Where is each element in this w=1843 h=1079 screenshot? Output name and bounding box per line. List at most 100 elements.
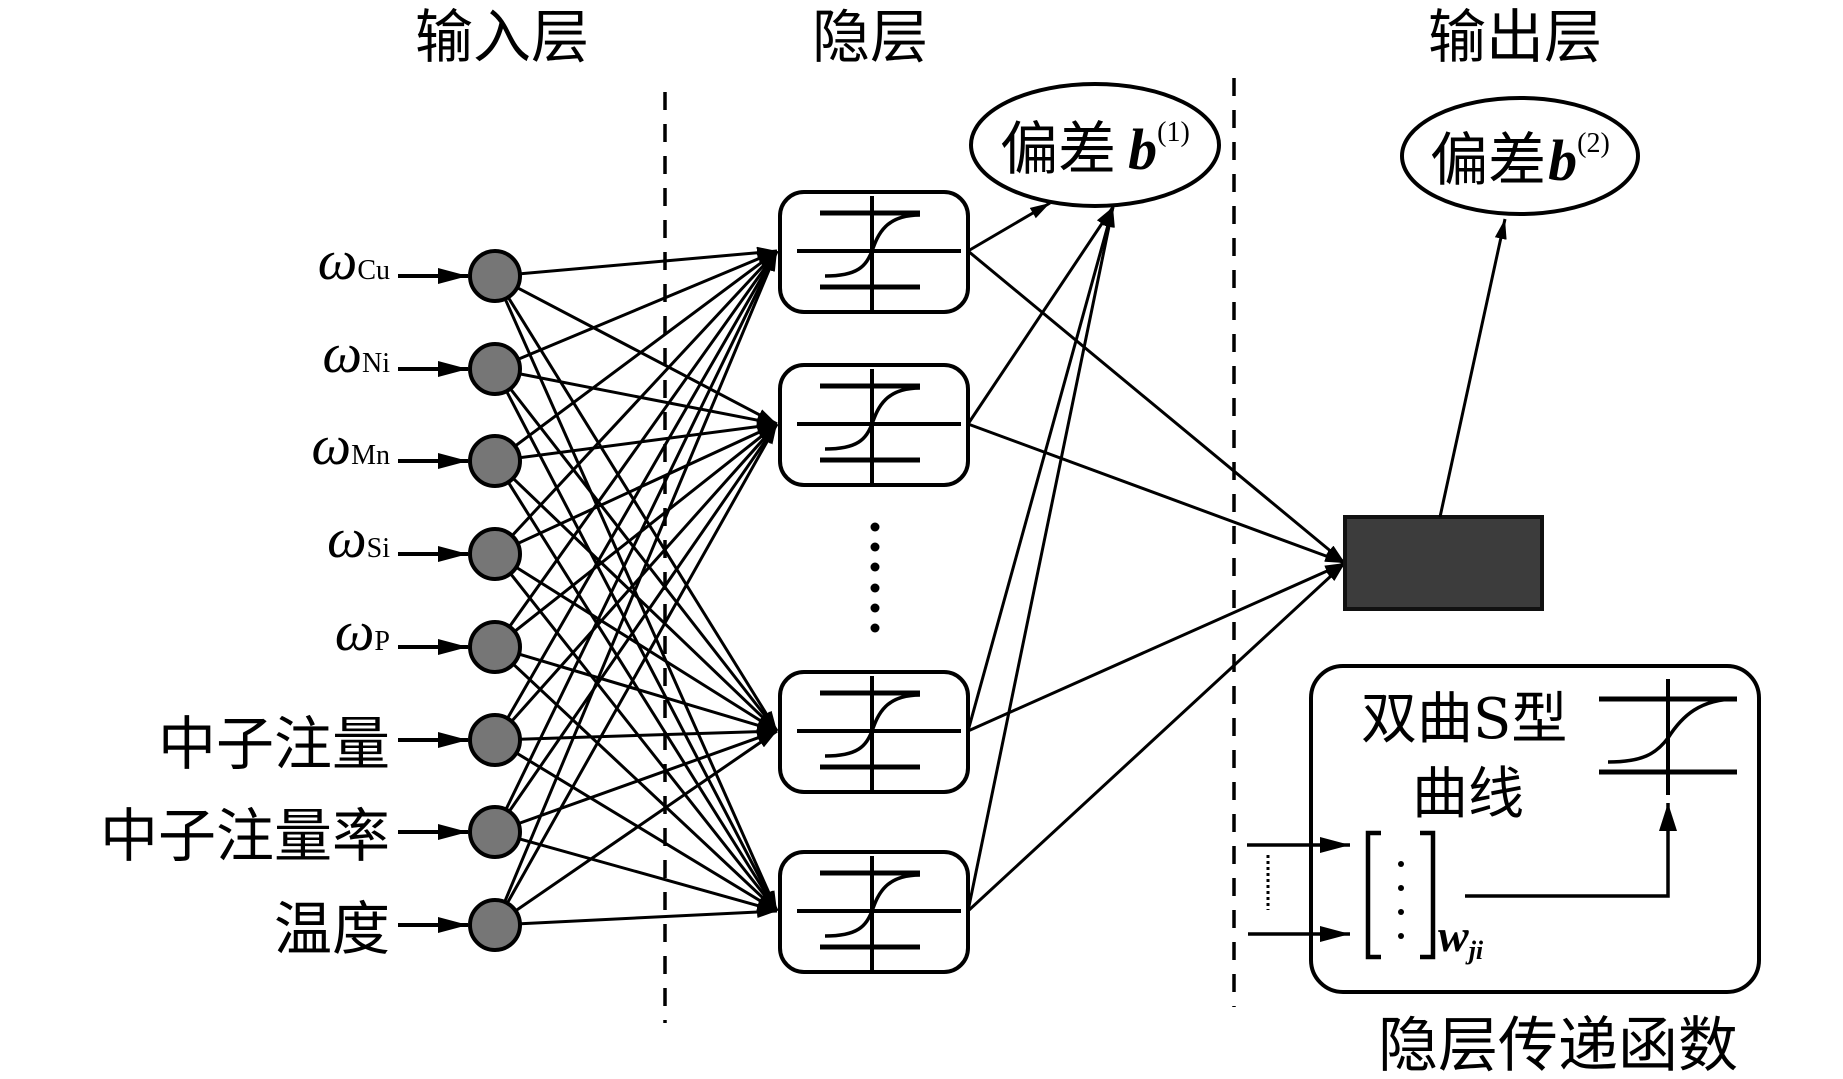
hidden-layer-title: 隐层: [812, 3, 928, 71]
ellipsis-dot: [870, 623, 880, 633]
input-node-circle: [468, 898, 522, 952]
transfer-function-legend: 双曲S型 曲线 wji: [1247, 664, 1761, 994]
input-label-text: 中子注量: [158, 710, 390, 778]
output-neuron: [1343, 515, 1544, 611]
hidden-to-bias-edge: [966, 206, 1115, 425]
input-neuron: ωMn: [312, 415, 522, 488]
output-layer-title: 输出层: [1428, 3, 1602, 71]
output-bias-label: 偏差b(2): [1430, 126, 1610, 194]
input-to-hidden-edge: [493, 553, 779, 912]
input-neuron: ωSi: [327, 508, 522, 581]
input-neuron: 中子注量: [158, 710, 522, 778]
input-to-hidden-edge: [493, 423, 779, 833]
input-label-text: ω: [318, 230, 358, 292]
input-label: 温度: [274, 895, 390, 963]
input-label-subscript: Cu: [357, 255, 390, 286]
input-to-hidden-edge: [494, 274, 778, 426]
left-bracket-icon: [1365, 830, 1381, 960]
input-node-circle: [468, 805, 522, 859]
hidden-to-bias-edge: [967, 201, 1051, 253]
bias-superscript: (1): [1157, 117, 1190, 148]
input-to-hidden-edge: [494, 367, 778, 427]
input-to-hidden-edge: [494, 738, 778, 913]
hidden-to-output-edge: [967, 561, 1346, 733]
input-label-subscript: Ni: [362, 348, 390, 379]
ellipsis-dot: [870, 603, 880, 613]
input-label-text: ω: [335, 601, 375, 663]
input-label-text: ω: [327, 508, 367, 570]
connection-edges: [493, 201, 1347, 927]
input-label: ωMn: [312, 415, 390, 477]
input-to-hidden-edge: [493, 275, 779, 912]
input-neuron: ωCu: [318, 230, 522, 303]
input-label-subscript: Mn: [351, 440, 390, 471]
matrix-dot: [1398, 933, 1404, 939]
input-node-circle: [468, 342, 522, 396]
input-label: ωCu: [318, 230, 390, 292]
input-to-hidden-edge: [493, 460, 779, 912]
input-to-hidden-edge: [493, 250, 779, 648]
ellipsis-dot: [870, 542, 880, 552]
legend-title-line2: 曲线: [1412, 762, 1524, 827]
input-to-hidden-edge: [493, 423, 779, 926]
input-to-hidden-edge: [494, 246, 778, 278]
input-to-hidden-edge: [493, 250, 779, 741]
input-node-circle: [468, 249, 522, 303]
input-to-hidden-edge: [494, 249, 778, 371]
ellipsis-dot: [870, 522, 880, 532]
input-label-text: ω: [322, 323, 362, 385]
bias-symbol: b: [1128, 117, 1157, 182]
hidden-to-bias-edge: [966, 206, 1115, 912]
input-to-hidden-edge: [494, 422, 778, 649]
input-label-text: 中子注量率: [100, 802, 390, 870]
input-neuron: 温度: [274, 895, 522, 963]
hidden-to-bias-edge: [966, 206, 1115, 732]
bias-text: 偏差: [1430, 126, 1546, 194]
matrix-dot: [1398, 885, 1404, 891]
input-neuron: 中子注量率: [100, 802, 522, 870]
weight-subscript: ji: [1465, 936, 1484, 965]
sigmoid-curve: [824, 386, 921, 451]
hidden-to-output-edge: [967, 422, 1346, 565]
sigmoid-curve: [1607, 697, 1738, 764]
input-to-hidden-edge: [493, 249, 779, 556]
hidden-neuron: [778, 190, 970, 314]
hidden-neuron: [778, 670, 970, 794]
input-label-text: ω: [312, 415, 352, 477]
right-bracket-icon: [1420, 830, 1436, 960]
input-to-hidden-edge: [493, 368, 779, 912]
input-node-circle: [468, 713, 522, 767]
input-label: 中子注量率: [100, 802, 390, 870]
hidden-layer-ellipsis: [870, 522, 880, 633]
input-node-circle: [468, 434, 522, 488]
hidden-to-output-edge: [967, 249, 1346, 565]
input-to-hidden-edge: [493, 459, 779, 733]
weighted-sum-to-function-arrow: [1465, 803, 1677, 898]
sigmoid-curve: [824, 213, 921, 278]
input-neuron: ωNi: [322, 323, 522, 396]
input-label: 中子注量: [158, 710, 390, 778]
input-label: ωP: [335, 601, 390, 663]
input-to-hidden-edge: [493, 645, 779, 913]
bias-superscript: (2): [1577, 128, 1610, 159]
sigmoid-curve: [824, 873, 921, 938]
input-to-hidden-edge: [494, 249, 778, 463]
input-to-hidden-edge: [494, 830, 778, 913]
tansig-icon: [797, 676, 961, 790]
sigmoid-curve: [824, 693, 921, 758]
input-label-text: 温度: [274, 895, 390, 963]
input-label: ωSi: [327, 508, 390, 570]
bias-text: 偏差: [1000, 115, 1116, 183]
output-to-bias-edge: [1438, 218, 1507, 518]
input-to-hidden-edge: [493, 250, 779, 833]
input-neuron: ωP: [335, 601, 522, 674]
input-node-circle: [468, 620, 522, 674]
input-label: ωNi: [322, 323, 390, 385]
hidden-neuron: [778, 850, 970, 974]
weight-label: wji: [1438, 910, 1484, 965]
matrix-dot: [1398, 861, 1404, 867]
